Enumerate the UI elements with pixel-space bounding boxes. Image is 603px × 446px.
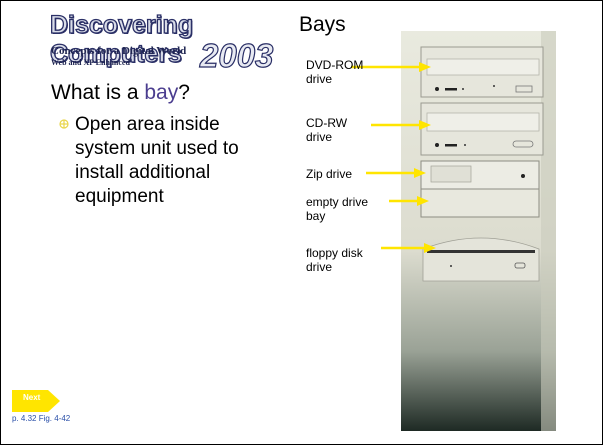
question-heading: What is a bay? — [51, 81, 190, 105]
question-prefix: What is a — [51, 81, 145, 104]
label-floppy: floppy disk drive — [306, 246, 363, 274]
next-button[interactable] — [12, 390, 60, 412]
label-cdrw-line1: CD-RW — [306, 116, 348, 130]
pc-tower-image — [401, 31, 556, 431]
bullet-text: Open area inside system unit used to ins… — [75, 114, 239, 207]
label-cdrw-line2: drive — [306, 130, 333, 144]
label-empty-line2: bay — [306, 209, 326, 223]
label-empty-bay: empty drive bay — [306, 195, 368, 223]
question-keyword: bay — [144, 81, 179, 104]
logo-edition: Web and XP Enhanced — [51, 58, 130, 67]
logo-subtitle: Concepts for a Digital World — [51, 45, 187, 57]
bullet-icon — [59, 118, 69, 132]
label-dvd-line1: DVD-ROM — [306, 58, 364, 72]
discovering-computers-logo: Discovering Computers 2003 Concepts for … — [49, 10, 295, 81]
page-reference: p. 4.32 Fig. 4-42 — [12, 414, 71, 423]
label-dvd-rom: DVD-ROM drive — [306, 58, 363, 86]
slide-title: Bays — [299, 13, 346, 36]
question-suffix: ? — [178, 81, 190, 104]
label-dvd-line2: drive — [306, 72, 333, 86]
next-button-label[interactable]: Next — [23, 393, 41, 402]
label-zip-line1: Zip drive — [306, 167, 353, 181]
logo-year: 2003 — [199, 36, 274, 74]
logo-title: Discovering Computers — [49, 10, 194, 68]
label-empty-line1: empty drive — [306, 195, 369, 209]
label-zip: Zip drive — [306, 167, 352, 181]
label-floppy-line1: floppy disk — [306, 246, 363, 260]
label-cd-rw: CD-RW drive — [306, 116, 347, 144]
label-floppy-line2: drive — [306, 260, 333, 274]
